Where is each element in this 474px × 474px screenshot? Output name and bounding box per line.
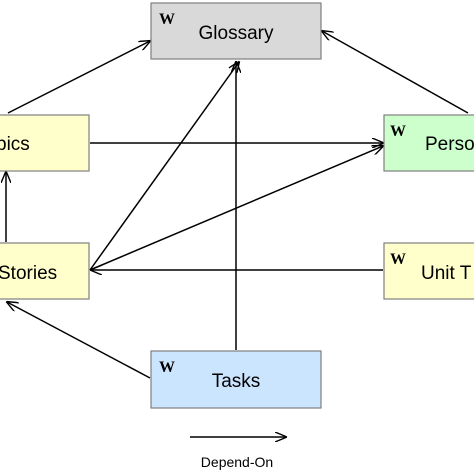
edge-stories-to-glossary: [89, 62, 239, 271]
node-epics[interactable]: pics: [0, 114, 90, 172]
wiki-badge-icon: W: [390, 251, 406, 268]
wiki-badge-icon: W: [390, 123, 406, 140]
personas-box: [383, 114, 474, 172]
glossary-label: Glossary: [199, 23, 274, 44]
legend-label: Depend-On: [201, 454, 273, 470]
node-tasks[interactable]: W Tasks: [150, 350, 322, 409]
node-personas[interactable]: W Perso: [383, 114, 474, 172]
epics-box: [0, 114, 90, 172]
wiki-badge-icon: W: [159, 359, 175, 376]
tasks-box: [150, 350, 322, 409]
legend: Depend-On: [190, 437, 286, 470]
node-glossary[interactable]: W Glossary: [150, 2, 322, 60]
dependency-edges: [6, 31, 469, 379]
node-unit-tests[interactable]: W Unit T: [383, 242, 474, 300]
unit-tests-label: Unit T: [421, 263, 472, 284]
edge-epics-to-glossary: [7, 41, 150, 114]
node-stories[interactable]: Stories: [0, 242, 90, 300]
stories-box: [0, 242, 90, 300]
stories-label: Stories: [0, 263, 57, 284]
unit-tests-box: [383, 242, 474, 300]
glossary-box: [150, 2, 322, 60]
edge-tasks-to-stories: [7, 302, 151, 379]
wiki-badge-icon: W: [159, 11, 175, 28]
epics-label: pics: [0, 134, 30, 155]
tasks-label: Tasks: [212, 371, 261, 392]
edge-personas-to-glossary: [322, 31, 469, 114]
personas-label: Perso: [425, 134, 474, 155]
